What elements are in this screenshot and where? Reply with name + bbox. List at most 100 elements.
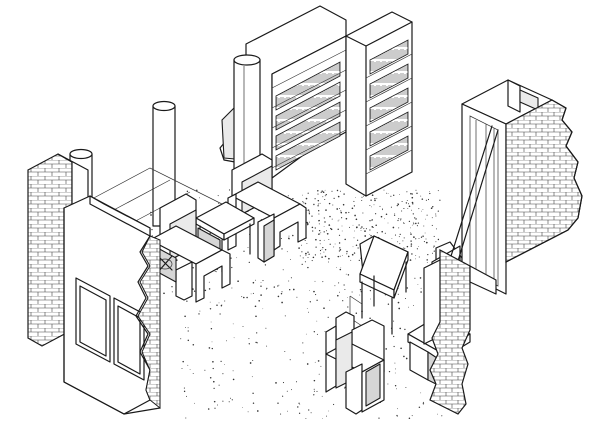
floor-speck — [347, 297, 348, 299]
floor-speck — [329, 215, 331, 218]
bookcase-right-books — [365, 39, 413, 175]
floor-speck — [422, 403, 425, 405]
floor-speck — [299, 255, 301, 257]
floor-speck — [402, 240, 404, 242]
floor-speck — [350, 259, 352, 261]
floor-speck — [347, 274, 350, 276]
floor-speck — [407, 203, 410, 205]
floor-speck — [320, 191, 322, 193]
floor-speck — [186, 300, 188, 302]
floor-speck — [416, 248, 418, 250]
floor-speck — [410, 240, 412, 242]
floor-speck — [321, 190, 323, 192]
floor-speck — [353, 200, 355, 202]
floor-speck — [216, 404, 218, 406]
floor-speck — [412, 213, 414, 215]
floor-speck — [258, 300, 260, 302]
floor-speck — [314, 280, 316, 282]
floor-speck — [273, 286, 276, 288]
floor-speck — [420, 287, 422, 289]
floor-speck — [415, 255, 417, 256]
floor-speck — [435, 228, 437, 230]
floor-speck — [181, 368, 183, 369]
floor-speck — [415, 222, 417, 225]
floor-speck — [415, 189, 417, 191]
floor-speck — [340, 212, 343, 214]
floor-speck — [305, 197, 308, 200]
floor-speck — [412, 203, 414, 205]
floor-speck — [396, 388, 397, 390]
floor-speck — [413, 304, 414, 306]
floor-speck — [382, 208, 383, 209]
floor-speck — [345, 211, 347, 214]
floor-speck — [341, 255, 343, 256]
floor-speck — [151, 228, 153, 231]
floor-speck — [186, 190, 189, 193]
floor-speck — [264, 264, 267, 266]
floor-speck — [237, 280, 239, 283]
floor-speck — [421, 210, 422, 212]
floor-speck — [192, 267, 194, 269]
floor-speck — [295, 381, 298, 383]
floor-speck — [209, 301, 211, 303]
floor-speck — [315, 238, 317, 241]
floor-speck — [374, 213, 377, 215]
floor-speck — [210, 327, 213, 330]
floor-speck — [425, 241, 428, 244]
floor-speck — [323, 231, 325, 233]
floor-speck — [317, 199, 320, 202]
floor-speck — [315, 246, 317, 248]
floor-speck — [317, 193, 319, 195]
floor-speck — [224, 364, 225, 365]
floor-speck — [209, 376, 212, 379]
floor-speck — [243, 250, 245, 252]
floor-speck — [311, 215, 313, 217]
floor-speck — [404, 247, 406, 249]
floor-speck — [396, 204, 398, 207]
floor-speck — [395, 368, 397, 370]
floor-speck — [321, 249, 323, 250]
floor-speck — [265, 288, 267, 290]
floor-speck — [338, 234, 341, 236]
floor-speck — [322, 191, 325, 193]
floor-speck — [246, 296, 248, 299]
floor-speck — [316, 333, 318, 335]
floor-speck — [194, 402, 196, 404]
floor-speck — [361, 226, 363, 228]
floor-speck — [408, 205, 411, 208]
floor-speck — [419, 277, 422, 279]
floor-speck — [211, 347, 213, 350]
floor-speck — [308, 409, 310, 411]
floor-speck — [404, 223, 405, 224]
floor-speck — [411, 224, 413, 226]
floor-speck — [196, 189, 198, 192]
floor-speck — [212, 360, 214, 363]
floor-speck — [275, 382, 277, 384]
floor-speck — [251, 376, 253, 378]
floor-speck — [307, 224, 309, 226]
floor-speck — [381, 230, 383, 233]
floor-speck — [214, 407, 216, 409]
floor-speck — [394, 362, 396, 364]
floor-speck — [433, 235, 435, 237]
floor-speck — [353, 252, 356, 254]
floor-speck — [396, 415, 398, 417]
floor-speck — [430, 207, 433, 209]
floor-speck — [381, 209, 384, 211]
floor-speck — [303, 202, 305, 204]
floor-speck — [306, 243, 308, 245]
floor-speck — [413, 223, 415, 225]
floor-speck — [308, 253, 310, 255]
floor-speck — [346, 250, 348, 253]
floor-speck — [282, 382, 285, 384]
floor-speck — [212, 367, 214, 370]
floor-speck — [439, 199, 441, 201]
floor-speck — [308, 211, 310, 213]
floor-speck — [420, 291, 422, 293]
floor-speck — [376, 197, 378, 199]
floor-speck — [302, 342, 304, 344]
floor-speck — [375, 224, 377, 227]
floor-speck — [421, 198, 424, 200]
floor-speck — [369, 289, 372, 292]
